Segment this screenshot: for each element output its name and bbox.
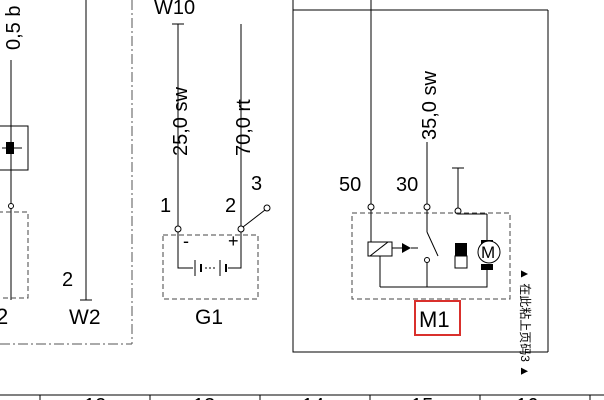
g1-pin-2-label: 2	[225, 195, 236, 217]
m1-pin-50-label: 50	[339, 174, 361, 196]
g1-pin-1-label: 1	[160, 195, 171, 217]
battery-minus: -	[183, 231, 189, 251]
page-number-note: ▲ 在此粘上页码3 ▲	[518, 268, 533, 377]
wire-label-m1: 35,0 sw	[419, 71, 441, 140]
wire-label-g1-2: 70,0 rt	[233, 99, 255, 156]
g1-terminal-1	[174, 225, 182, 233]
w2-pin-label: 2	[62, 269, 73, 291]
g1-battery: W10 25,0 sw 70,0 rt 1 2 3 - + G1	[154, 0, 271, 329]
g1-pin-3-label: 3	[251, 173, 262, 195]
wire-label-left: 0,5 b	[3, 6, 25, 50]
wire-label-w10: W10	[154, 0, 195, 19]
grid-number: 13	[193, 395, 215, 400]
grid-number: 12	[84, 395, 106, 400]
motor-brush-icon	[455, 243, 467, 256]
left-relay-outline	[0, 125, 29, 171]
grid-number: 14	[302, 395, 324, 400]
grid-number: 15	[411, 395, 433, 400]
m1-terminal-30	[423, 203, 431, 211]
right-frame	[292, 0, 548, 353]
g1-label: G1	[195, 306, 223, 329]
solenoid-coil-icon	[367, 241, 393, 257]
m1-switch-icon	[426, 231, 439, 257]
w2-component: 2 W2	[62, 0, 101, 329]
battery-plus: +	[228, 231, 239, 251]
g1-dashed-box	[162, 234, 259, 300]
m1-highlight-box	[414, 300, 461, 336]
solenoid-arrow-icon	[402, 243, 411, 253]
left-dashed-box	[0, 211, 29, 299]
m1-terminal-50	[367, 203, 375, 211]
left-terminal	[8, 203, 14, 209]
m1-dashed-box	[351, 212, 511, 300]
grid-number: 16	[516, 395, 538, 400]
bottom-grid-ruler: 12 13 14 15 16	[0, 394, 604, 400]
g1-terminal-3	[263, 204, 271, 212]
left-component-label: 2	[0, 304, 8, 329]
m1-starter: 35,0 sw 50 30 M M1	[339, 0, 511, 336]
left-partial-component: 0,5 b 2	[0, 6, 29, 329]
motor-icon	[477, 240, 501, 264]
m1-pin-30-label: 30	[396, 174, 418, 196]
wire-label-g1-1: 25,0 sw	[170, 87, 192, 156]
m1-label: M1	[419, 307, 450, 332]
motor-letter: M	[481, 243, 495, 262]
right-frame-top	[292, 0, 548, 11]
w2-label: W2	[69, 306, 101, 329]
